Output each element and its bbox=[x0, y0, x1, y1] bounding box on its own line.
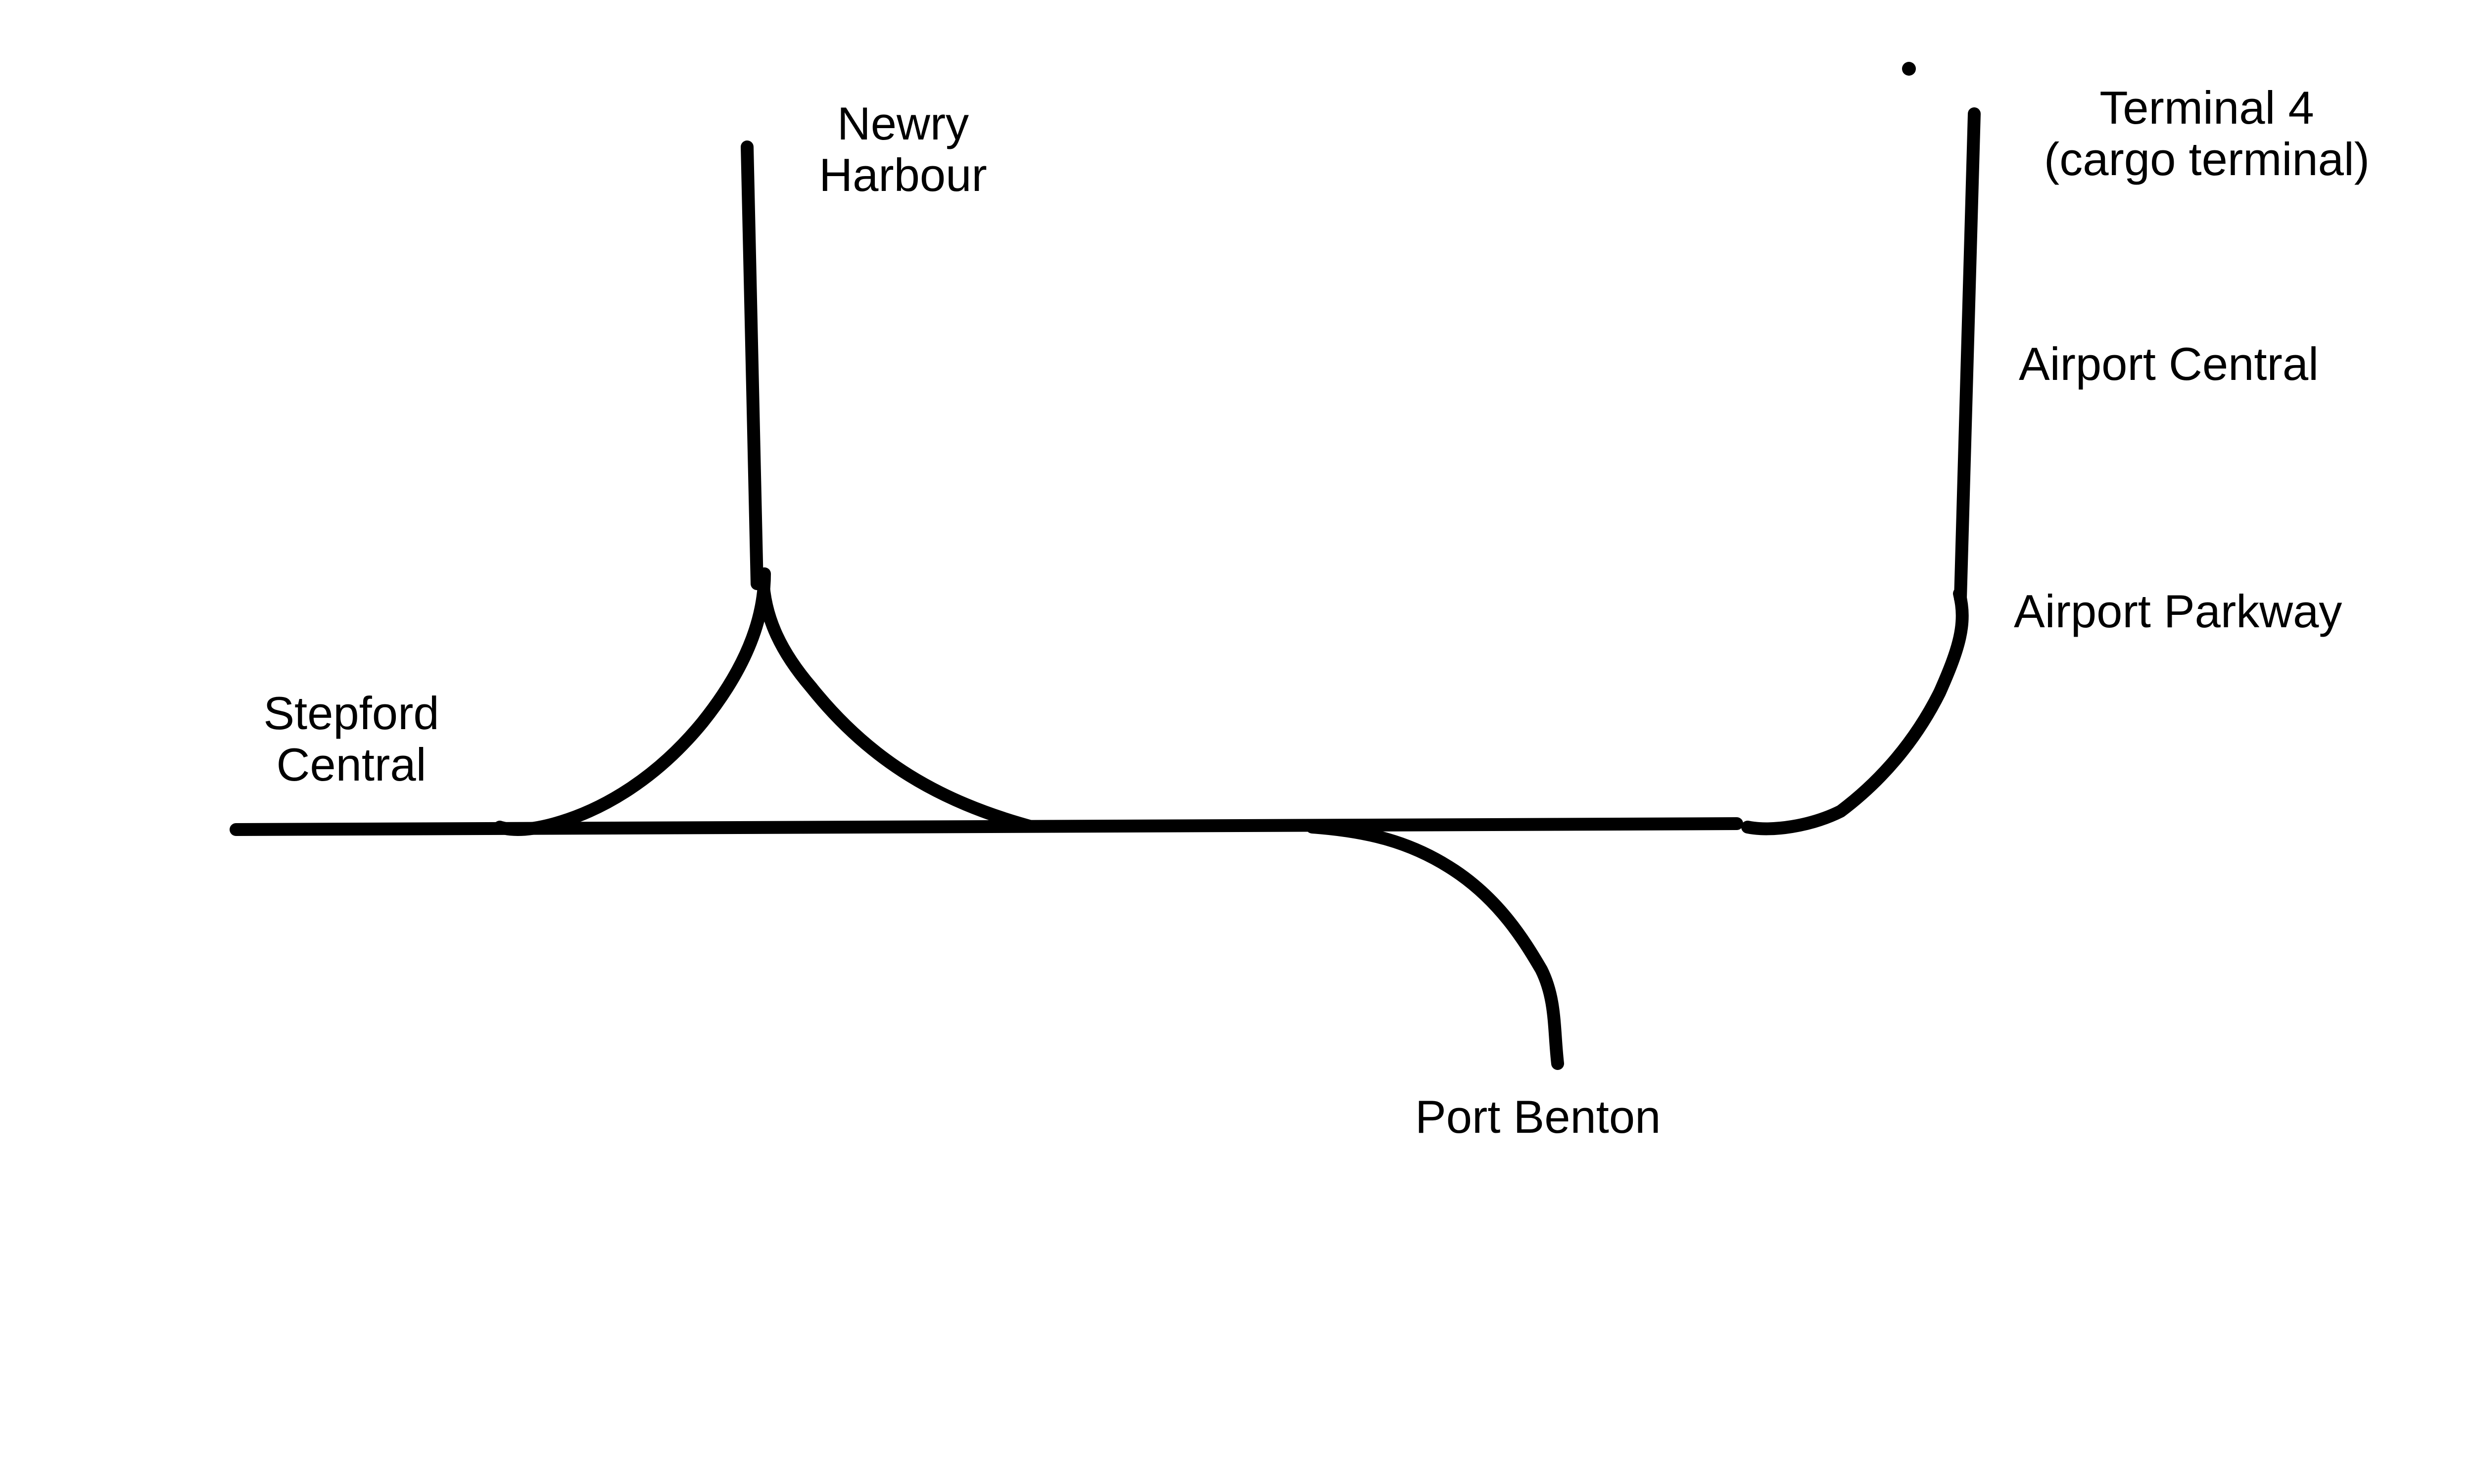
airport-line-track bbox=[1954, 107, 1981, 605]
station-label-airport-central: Airport Central bbox=[2019, 338, 2375, 390]
triangle-west-chord bbox=[493, 567, 771, 836]
station-label-terminal-4: Terminal 4 (cargo terminal) bbox=[2019, 82, 2395, 185]
station-label-line: Terminal 4 bbox=[2099, 82, 2314, 134]
stray-dot-marker bbox=[1902, 62, 1916, 76]
newry-spur-track bbox=[741, 140, 763, 590]
main-line-track bbox=[230, 817, 1743, 836]
station-label-line: (cargo terminal) bbox=[2044, 133, 2370, 185]
airport-curve-track bbox=[1741, 587, 1969, 835]
station-label-line: Airport Parkway bbox=[2014, 585, 2342, 637]
station-label-airport-parkway: Airport Parkway bbox=[2014, 586, 2400, 637]
station-label-newry-harbour: Newry Harbour bbox=[811, 98, 995, 201]
station-label-stepford-central: Stepford Central bbox=[247, 688, 455, 790]
station-label-line: Central bbox=[276, 739, 427, 790]
station-label-line: Stepford bbox=[263, 687, 439, 739]
station-label-line: Airport Central bbox=[2019, 338, 2319, 390]
triangle-east-chord bbox=[757, 572, 1036, 833]
port-benton-branch-track bbox=[1306, 821, 1564, 1070]
station-label-port-benton: Port Benton bbox=[1415, 1091, 1692, 1143]
station-label-line: Harbour bbox=[819, 149, 987, 201]
station-label-line: Port Benton bbox=[1415, 1091, 1661, 1143]
station-label-line: Newry bbox=[837, 97, 969, 149]
